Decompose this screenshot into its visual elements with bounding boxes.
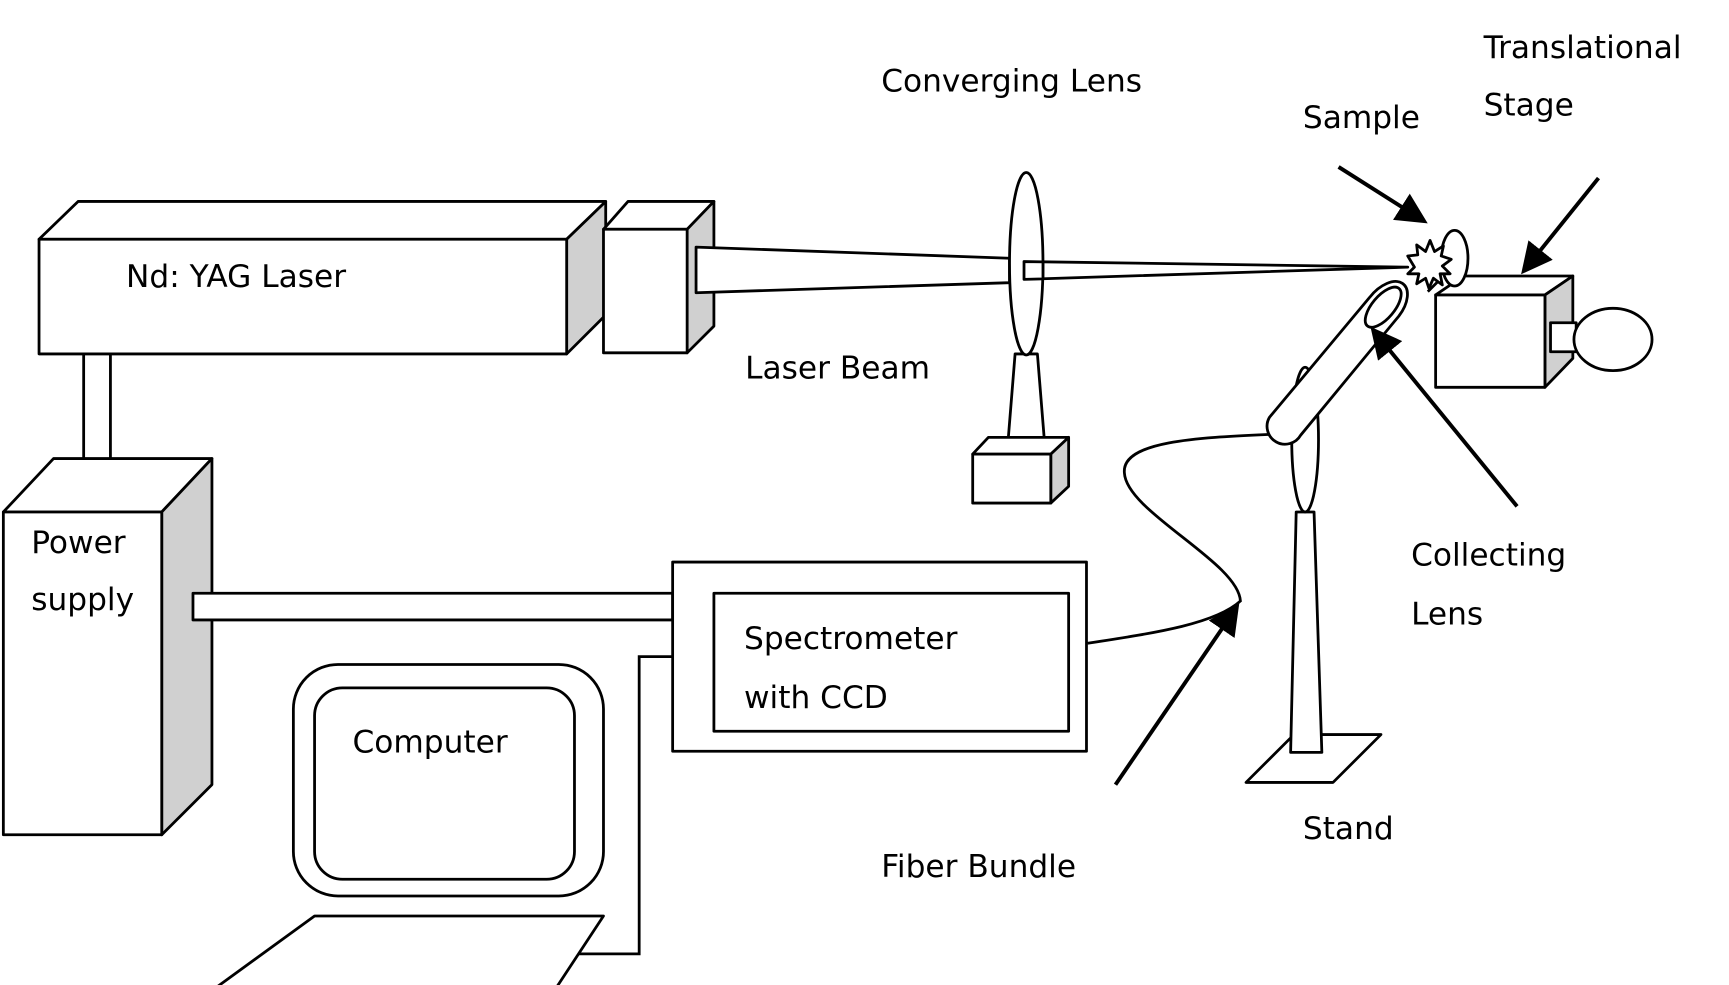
sample-label: Sample [1303, 100, 1420, 136]
laser-beam-label: Laser Beam [745, 350, 930, 386]
plasma-spark-icon [1406, 239, 1453, 290]
collecting-lens-label-1: Collecting [1411, 537, 1566, 573]
computer: Computer [217, 655, 673, 985]
fiber-bundle-label: Fiber Bundle [881, 849, 1076, 885]
sample [1406, 228, 1470, 293]
converging-lens-label: Converging Lens [881, 63, 1142, 99]
nd-yag-laser: Nd: YAG Laser [37, 200, 716, 356]
stage-label-1: Translational [1483, 30, 1682, 66]
converging-lens: Converging Lens [881, 63, 1142, 505]
computer-label: Computer [352, 724, 507, 760]
spectrometer-label-2: with CCD [744, 680, 888, 716]
collecting-lens-label-2: Lens [1411, 596, 1483, 632]
collecting-lens-arrow [1370, 326, 1519, 508]
collecting-lens-tube [1265, 280, 1409, 446]
translational-stage [1434, 274, 1654, 389]
laser-label: Nd: YAG Laser [126, 259, 346, 295]
fiber-bundle-arrow [1113, 603, 1240, 786]
power-supply-label-2: supply [31, 582, 134, 618]
spectrometer: Spectrometer with CCD [671, 560, 1088, 753]
fiber-bundle [1087, 432, 1278, 645]
stand-label: Stand [1303, 811, 1394, 847]
power-supply-label-1: Power [31, 525, 126, 561]
stage-arrow [1521, 176, 1601, 275]
power-supply: Power supply [1, 352, 675, 837]
sample-arrow [1337, 165, 1428, 224]
stage-label-2: Stage [1484, 88, 1574, 124]
spectrometer-label-1: Spectrometer [744, 621, 958, 657]
stand: Stand [1244, 365, 1394, 847]
laser-beam: Laser Beam [694, 245, 1410, 386]
